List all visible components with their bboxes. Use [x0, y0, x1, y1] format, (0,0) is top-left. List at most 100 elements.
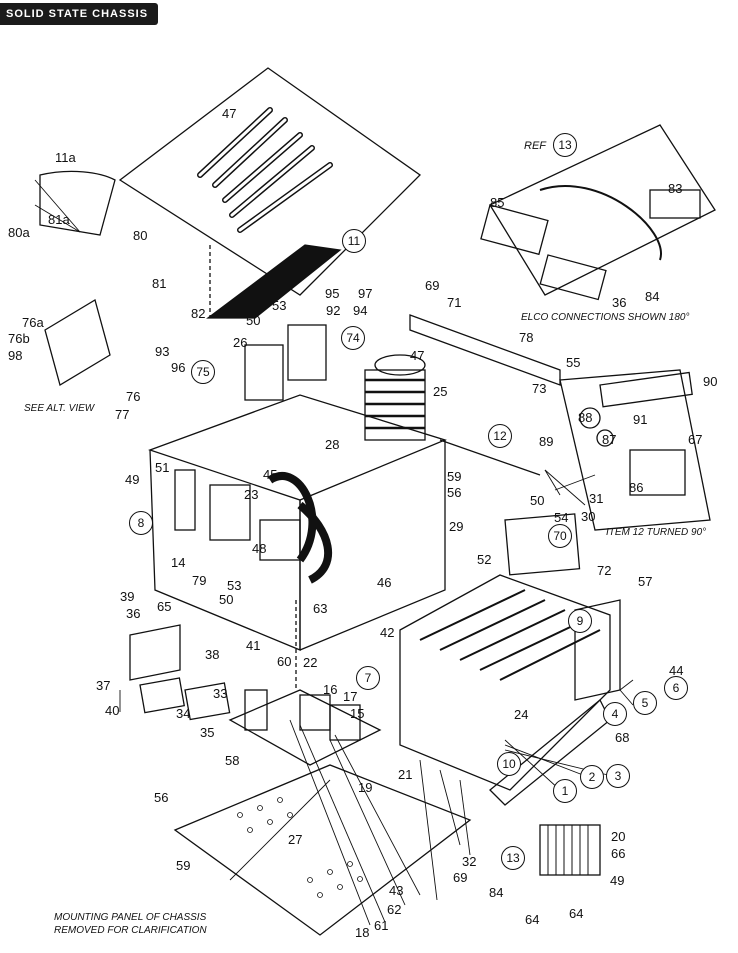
part-label-61: 61: [374, 918, 389, 933]
part-label-76a: 76a: [22, 315, 44, 330]
pc-board-ref: [480, 124, 716, 301]
part-label-47-cover: 47: [222, 106, 237, 121]
callout-circle-7: 7: [356, 666, 380, 690]
part-label-65: 65: [157, 599, 172, 614]
part-label-36-left: 36: [126, 606, 141, 621]
part-label-95: 95: [325, 286, 340, 301]
part-label-68: 68: [615, 730, 630, 745]
note-elco-connections: ELCO CONNECTIONS SHOWN 180°: [521, 312, 690, 323]
part-label-90: 90: [703, 374, 718, 389]
part-label-11a: 11a: [55, 150, 76, 165]
part-label-52: 52: [477, 552, 492, 567]
part-label-50-mid: 50: [219, 592, 234, 607]
part-label-56-bottom: 56: [154, 790, 169, 805]
part-label-58: 58: [225, 753, 240, 768]
part-label-87: 87: [602, 432, 617, 447]
part-label-27: 27: [288, 832, 303, 847]
part-label-41: 41: [246, 638, 261, 653]
part-label-82: 82: [191, 306, 206, 321]
part-label-46: 46: [377, 575, 392, 590]
part-label-66: 66: [611, 846, 626, 861]
part-label-62: 62: [387, 902, 402, 917]
heatsink: [539, 824, 601, 876]
part-label-60: 60: [277, 654, 292, 669]
part-label-37: 37: [96, 678, 111, 693]
part-label-32: 32: [462, 854, 477, 869]
part-label-44: 44: [669, 663, 684, 678]
part-label-81: 81: [152, 276, 167, 291]
page-header-tag: SOLID STATE CHASSIS: [0, 3, 159, 25]
part-label-84-bottom: 84: [489, 885, 504, 900]
part-label-92: 92: [326, 303, 341, 318]
callout-circle-5: 5: [633, 691, 657, 715]
part-label-68-heatsink: 64: [569, 906, 584, 921]
part-label-56: 56: [447, 485, 462, 500]
part-label-14: 14: [171, 555, 186, 570]
part-label-15: 15: [350, 706, 365, 721]
callout-circle-74: 74: [341, 326, 365, 350]
part-label-67: 67: [688, 432, 703, 447]
part-label-31: 31: [589, 491, 604, 506]
part-label-26: 26: [233, 335, 248, 350]
note-ref: REF: [524, 140, 546, 152]
part-label-72: 72: [597, 563, 612, 578]
part-label-53-mid: 53: [227, 578, 242, 593]
part-label-45: 45: [263, 467, 278, 482]
part-label-71: 71: [447, 295, 462, 310]
part-label-30: 30: [581, 509, 596, 524]
part-label-47-transformer: 47: [410, 348, 425, 363]
callout-circle-4: 4: [603, 702, 627, 726]
part-label-50-bracket: 50: [530, 493, 545, 508]
part-label-17: 17: [343, 689, 358, 704]
part-label-80a: 80a: [8, 225, 30, 240]
callout-circle-13-bottom: 13: [501, 846, 525, 870]
part-label-73: 73: [532, 381, 547, 396]
part-label-43: 43: [389, 883, 404, 898]
item-12-bracket: [559, 369, 711, 531]
part-label-84-elco: 84: [645, 289, 660, 304]
mounting-panel: [173, 764, 472, 936]
part-label-89: 89: [539, 434, 554, 449]
part-label-23: 23: [244, 487, 259, 502]
part-label-24: 24: [514, 707, 529, 722]
part-label-96: 96: [171, 360, 186, 375]
part-label-49-heatsink: 49: [610, 873, 625, 888]
part-label-69-top: 69: [425, 278, 440, 293]
part-label-34: 34: [176, 706, 191, 721]
part-label-48: 48: [252, 541, 267, 556]
part-label-55: 55: [566, 355, 581, 370]
part-label-83: 83: [668, 181, 683, 196]
note-mounting-panel-2: REMOVED FOR CLARIFICATION: [54, 925, 207, 936]
callout-circle-1: 1: [553, 779, 577, 803]
callout-circle-70: 70: [548, 524, 572, 548]
callout-circle-75: 75: [191, 360, 215, 384]
part-label-86: 86: [629, 480, 644, 495]
part-label-57: 57: [638, 574, 653, 589]
part-label-91: 91: [633, 412, 648, 427]
part-label-59: 59: [447, 469, 462, 484]
callout-circle-2: 2: [580, 765, 604, 789]
callout-circle-10: 10: [497, 752, 521, 776]
part-label-79: 79: [192, 573, 207, 588]
part-label-94: 94: [353, 303, 368, 318]
part-label-33: 33: [213, 686, 228, 701]
part-label-20: 20: [611, 829, 626, 844]
part-label-69-bottom: 69: [453, 870, 468, 885]
part-label-53: 53: [272, 298, 287, 313]
part-label-76: 76: [126, 389, 141, 404]
callout-circle-11: 11: [342, 229, 366, 253]
callout-circle-12: 12: [488, 424, 512, 448]
part-label-80: 80: [133, 228, 148, 243]
part-label-28: 28: [325, 437, 340, 452]
part-label-85: 85: [490, 195, 505, 210]
part-label-59-bottom: 59: [176, 858, 191, 873]
part-label-54: 54: [554, 510, 569, 525]
callout-circle-3: 3: [606, 764, 630, 788]
part-label-76b: 76b: [8, 331, 30, 346]
callout-circle-9: 9: [568, 609, 592, 633]
callout-circle-6: 6: [664, 676, 688, 700]
part-label-49: 49: [125, 472, 140, 487]
note-mounting-panel-1: MOUNTING PANEL OF CHASSIS: [54, 912, 207, 923]
